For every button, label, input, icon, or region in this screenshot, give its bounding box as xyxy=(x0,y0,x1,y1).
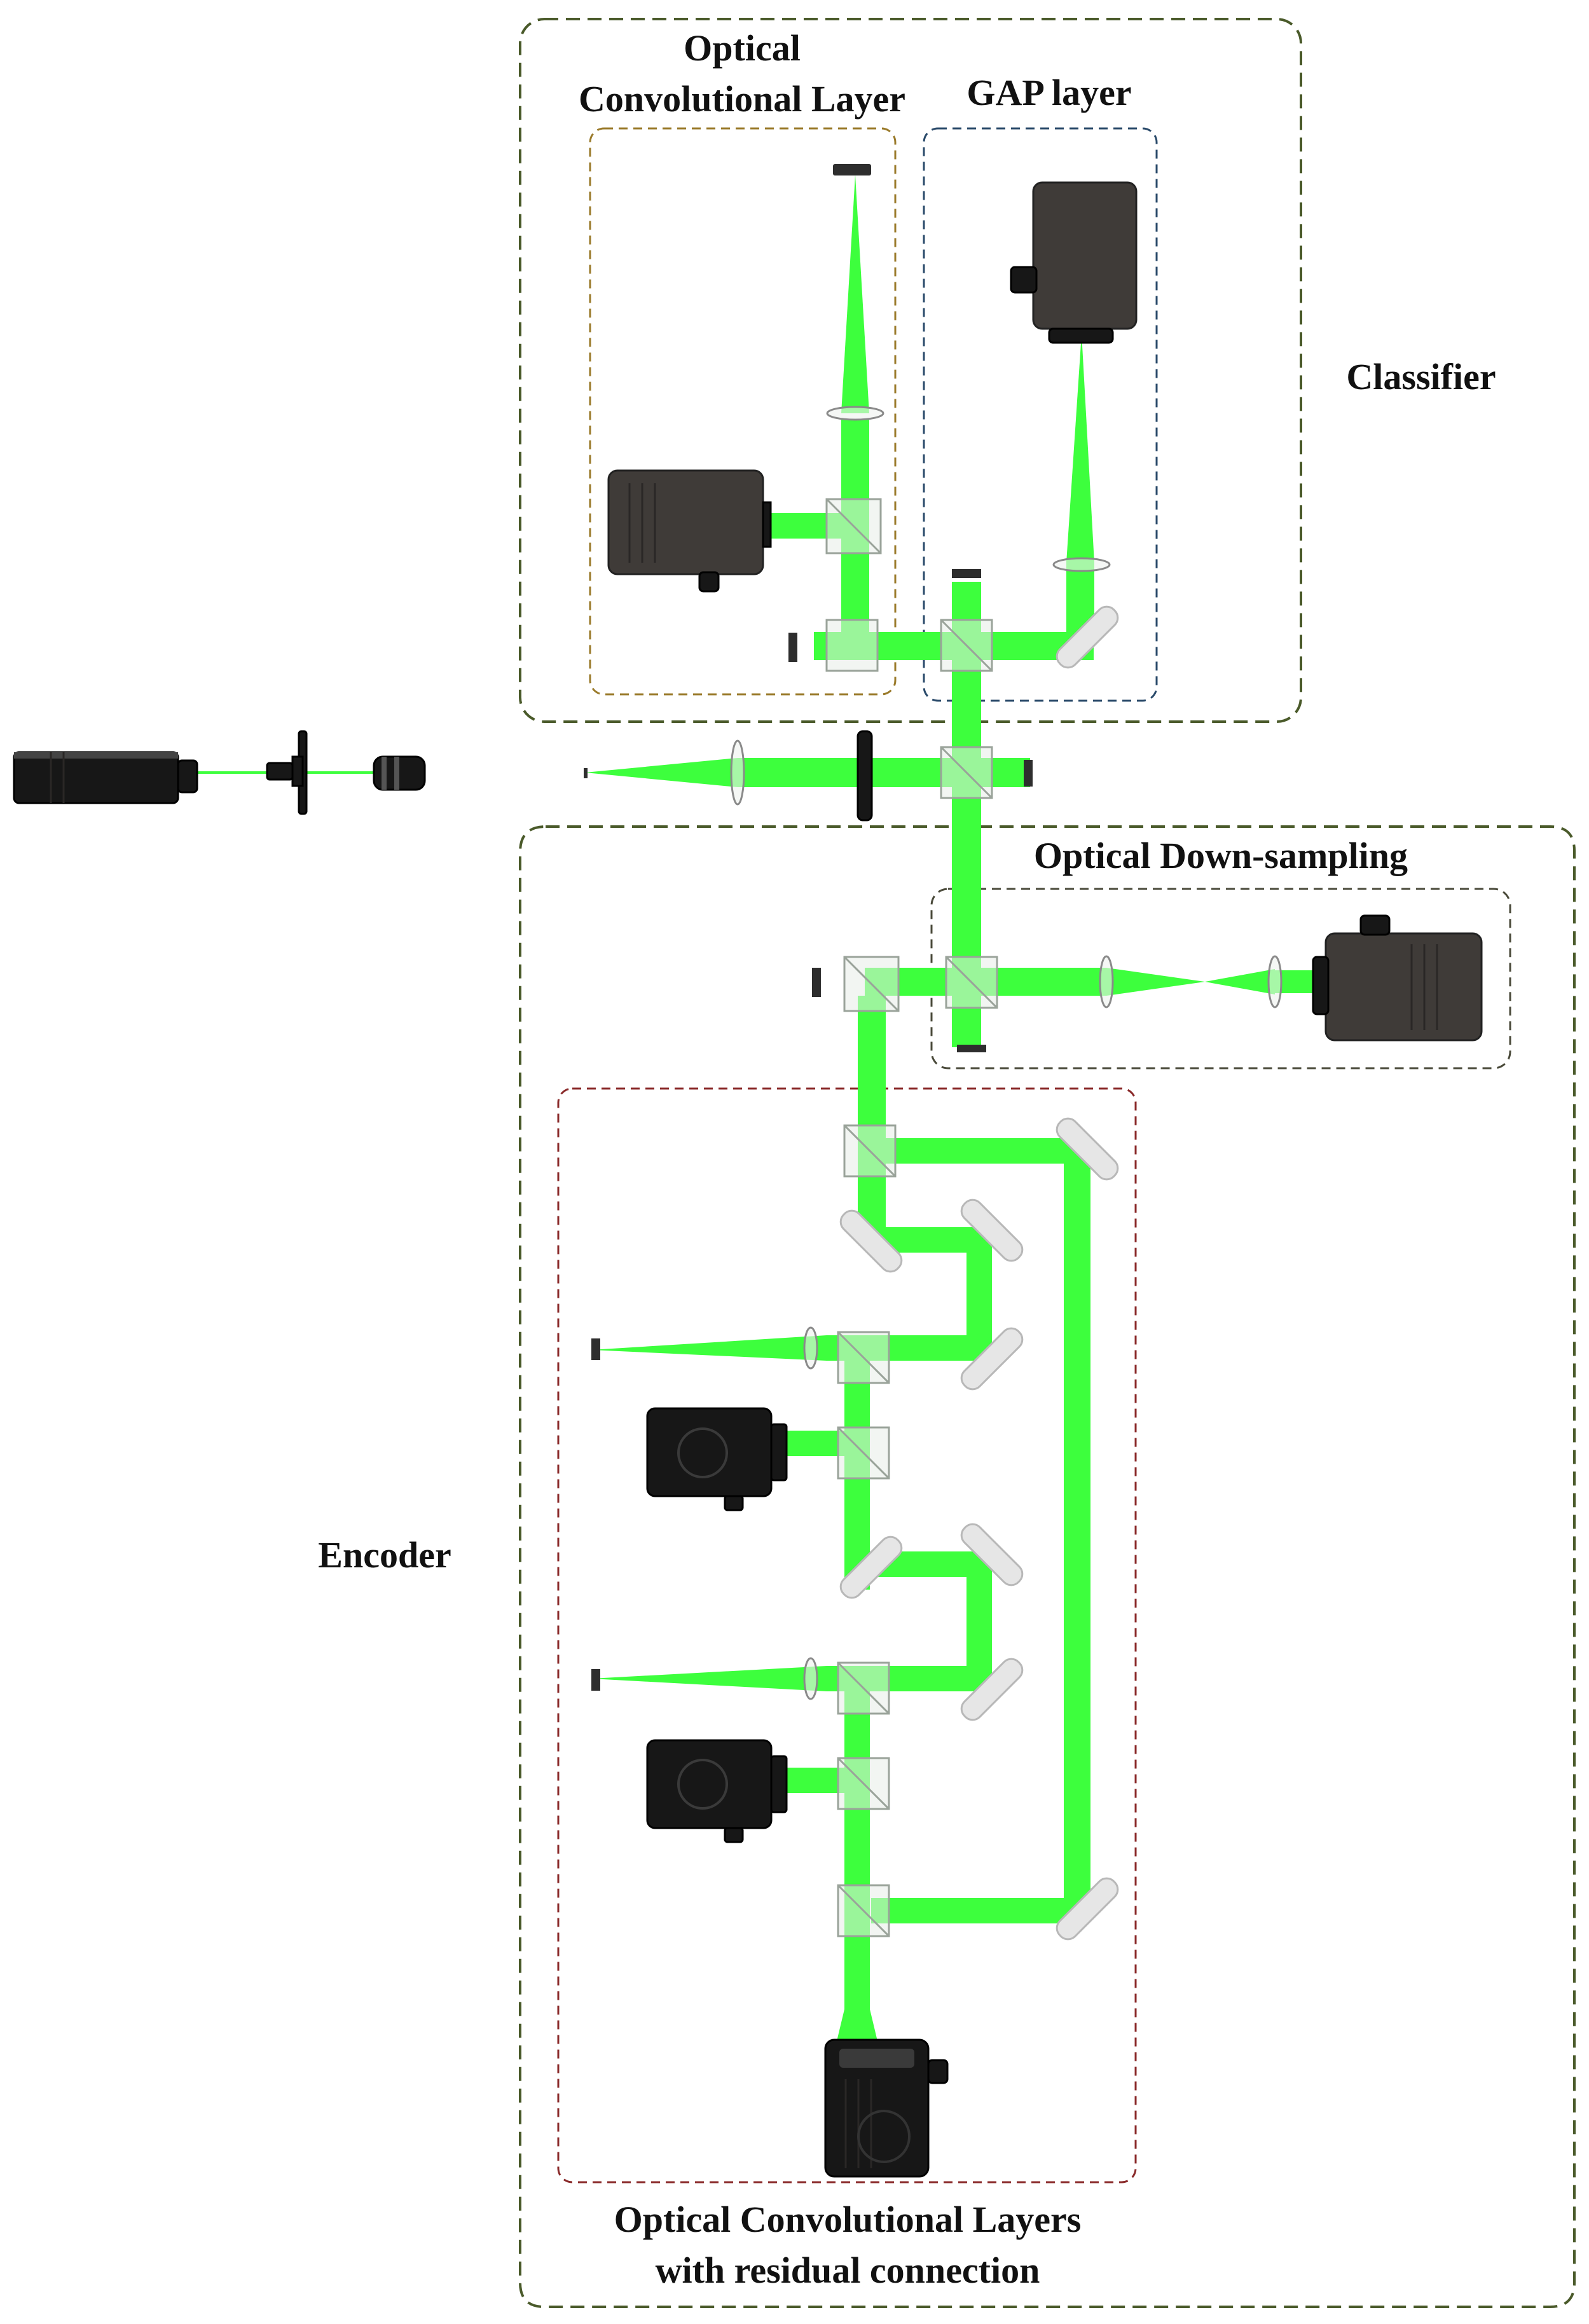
gap-camera xyxy=(1010,181,1138,344)
optical-conv-layer-label-2: Convolutional Layer xyxy=(579,78,905,120)
mirrors xyxy=(839,605,1119,1941)
encoder-box xyxy=(519,825,1576,2308)
output-camera xyxy=(824,2039,949,2178)
laser-source xyxy=(13,751,198,804)
objective-lens xyxy=(373,755,426,791)
gap-layer-box xyxy=(923,127,1158,702)
down-sampling-lens-1 xyxy=(1099,955,1114,1008)
encoder-label: Encoder xyxy=(318,1534,451,1576)
classifier-label: Classifier xyxy=(1346,356,1496,397)
optical-conv-layer-label-1: Optical xyxy=(684,27,801,69)
residual-label-2: with residual connection xyxy=(656,2250,1040,2291)
encoder-lens-2 xyxy=(803,1657,818,1700)
residual-label-1: Optical Convolutional Layers xyxy=(614,2199,1082,2240)
collimating-lens xyxy=(730,739,745,806)
down-sampling-camera xyxy=(1312,914,1483,1042)
encoder-camera-2 xyxy=(646,1739,788,1843)
optical-conv-layer-box xyxy=(589,127,897,696)
pinhole-filter xyxy=(266,730,308,815)
encoder-lens-1 xyxy=(803,1326,818,1370)
encoder-camera-1 xyxy=(646,1407,788,1511)
spatial-light-modulators xyxy=(591,164,1033,1691)
residual-conv-box xyxy=(557,1087,1137,2183)
conv-camera xyxy=(607,469,772,593)
conv-lens xyxy=(826,406,884,421)
aperture xyxy=(584,768,588,778)
polarizer xyxy=(856,730,873,822)
classifier-box xyxy=(519,18,1302,723)
beam-splitter-cubes xyxy=(825,498,998,1937)
down-sampling-box xyxy=(930,888,1511,1069)
optical-down-sampling-label: Optical Down-sampling xyxy=(1034,835,1408,876)
gap-lens xyxy=(1052,557,1111,572)
gap-layer-label: GAP layer xyxy=(966,72,1131,113)
down-sampling-lens-2 xyxy=(1267,955,1283,1008)
